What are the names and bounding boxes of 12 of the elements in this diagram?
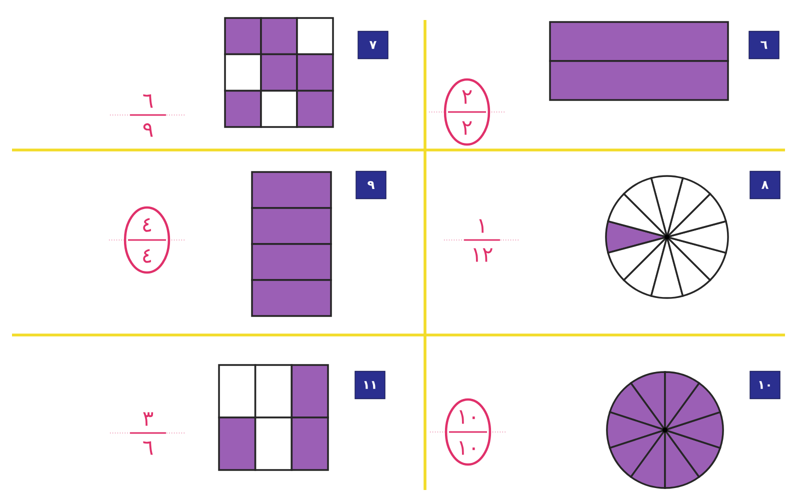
- number-badge: ٦: [748, 30, 780, 60]
- number-badge: ٨: [750, 170, 780, 200]
- circled-fraction: ٤ ٤: [108, 206, 186, 274]
- circled-fraction: ٢ ٢: [428, 78, 506, 146]
- number-badge: ٩: [356, 170, 386, 200]
- number-badge: ١١: [354, 370, 386, 400]
- fraction: ١ ١٢: [444, 219, 520, 262]
- number-badge: ١٠: [750, 370, 780, 400]
- fraction: ٦ ٩: [110, 94, 186, 137]
- fraction: ٣ ٦: [110, 412, 186, 455]
- circled-fraction: ١٠ ١٠: [430, 398, 506, 466]
- number-badge: ٧: [358, 30, 388, 60]
